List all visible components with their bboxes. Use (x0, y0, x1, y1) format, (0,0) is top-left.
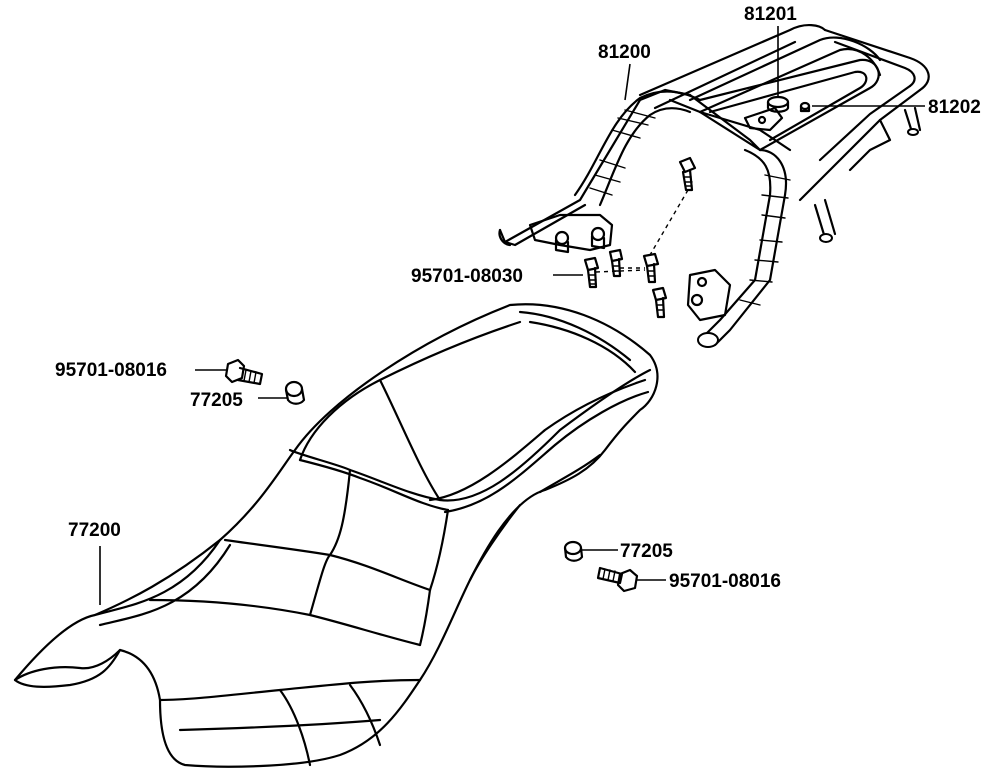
right-seat-bolt (596, 566, 639, 593)
label-81200: 81200 (598, 42, 651, 63)
label-81201: 81201 (744, 4, 797, 25)
right-collar (563, 540, 584, 562)
label-77205-right: 77205 (620, 541, 673, 562)
label-81202: 81202 (928, 97, 981, 118)
leader-lines (99, 26, 925, 605)
rack-bolts (583, 156, 697, 319)
left-collar (284, 380, 306, 405)
rear-carrier-rack (498, 24, 930, 348)
label-95701-08030: 95701-08030 (411, 266, 523, 287)
label-95701-08016-right: 95701-08016 (669, 571, 781, 592)
label-95701-08016-left: 95701-08016 (55, 360, 167, 381)
label-77205-left: 77205 (190, 390, 243, 411)
label-77200: 77200 (68, 520, 121, 541)
seat (13, 303, 659, 768)
left-seat-bolt (224, 358, 264, 386)
